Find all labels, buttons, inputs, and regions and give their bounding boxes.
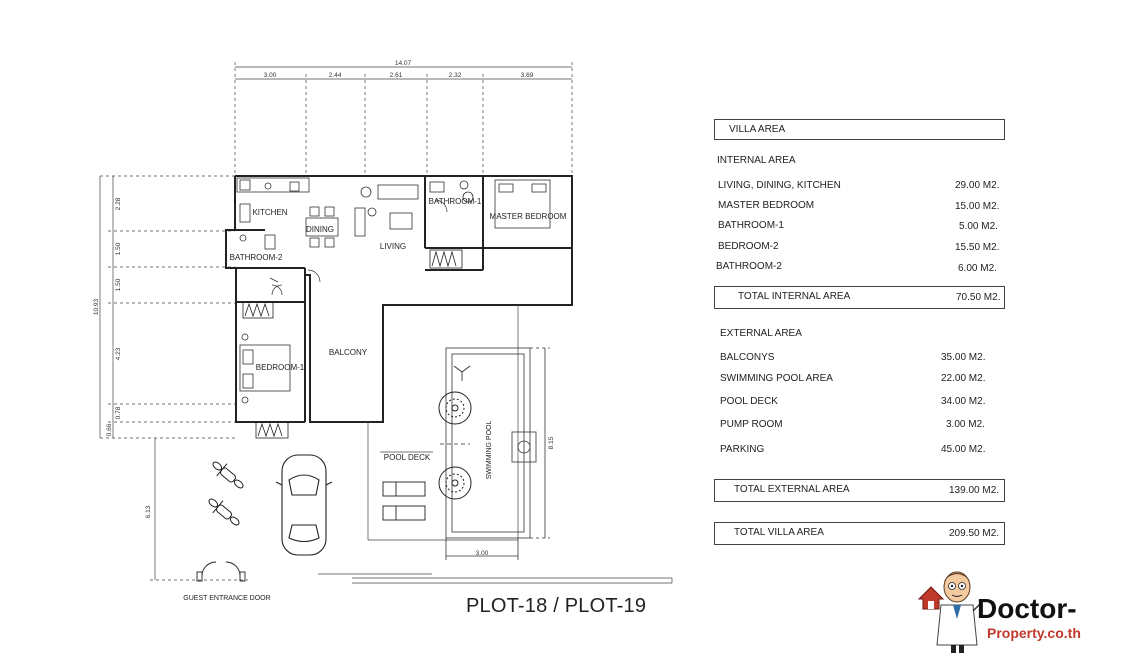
dim-height-6: 0.66 [106,423,113,436]
tree-icon [438,391,472,425]
left-dimensions [99,175,235,439]
sun-lounger-icon [382,481,426,521]
internal-row-name: LIVING, DINING, KITCHEN [718,180,841,191]
external-row-value: 3.00 M2. [946,419,985,430]
total-internal-label: TOTAL INTERNAL AREA [738,291,851,302]
total-villa-value: 209.50 M2. [949,528,1000,539]
internal-row-name: BEDROOM-2 [718,241,779,252]
external-row-name: BALCONYS [720,352,775,363]
external-row-name: POOL DECK [720,396,778,407]
tree-icon [438,466,472,500]
total-villa-box: TOTAL VILLA AREA 209.50 M2. [714,522,1005,545]
dim-width-5: 3.69 [521,72,534,79]
wardrobes [242,249,463,439]
furniture [236,177,551,404]
doctor-property-logo: Doctor- Property.co.th [915,565,1135,660]
doctor-mascot-icon [917,571,984,653]
plot-title: PLOT-18 / PLOT-19 [466,595,647,617]
external-row-name: PUMP ROOM [720,419,783,430]
internal-row-value: 6.00 M2. [958,263,997,274]
room-bathroom-2: BATHROOM-2 [230,253,283,262]
swimming-pool [440,347,550,560]
internal-row-value: 29.00 M2. [955,180,1000,191]
internal-row-name: BATHROOM-1 [718,220,784,231]
dim-overall-width: 14.07 [395,60,412,67]
room-swimming-pool: SWIMMING POOL [486,421,493,480]
external-row-name: PARKING [720,444,765,455]
external-row-name: SWIMMING POOL AREA [720,373,833,384]
internal-row-value: 5.00 M2. [959,221,998,232]
room-dining: DINING [306,225,334,234]
doors [271,199,448,296]
internal-row-value: 15.50 M2. [955,242,1000,253]
room-bedroom-1: BEDROOM-1 [256,363,305,372]
logo-word-doctor: Doctor- [977,593,1077,624]
palm-icon [453,365,471,381]
dim-height-4: 4.23 [115,347,122,360]
dim-height-3: 1.50 [115,278,122,291]
dim-pool-length: 8.15 [548,436,555,449]
external-row-value: 22.00 M2. [941,373,986,384]
dim-height-2: 1.50 [115,242,122,255]
dim-height-1: 2.28 [115,197,122,210]
room-kitchen: KITCHEN [252,208,287,217]
dim-width-1: 3.00 [264,72,277,79]
room-balcony: BALCONY [329,348,368,357]
internal-row-name: MASTER BEDROOM [718,200,815,211]
guest-entrance-label: GUEST ENTRANCE DOOR [183,595,270,602]
top-dimensions [234,62,573,176]
dim-overall-height: 10.93 [93,298,100,315]
motorbike-icon [208,461,244,526]
car-icon [275,454,333,556]
villa-area-heading: VILLA AREA [729,124,786,135]
total-external-box: TOTAL EXTERNAL AREA 139.00 M2. [714,479,1005,502]
dim-width-4: 2.32 [449,72,462,79]
external-row-value: 34.00 M2. [941,396,986,407]
total-villa-label: TOTAL VILLA AREA [734,527,824,538]
room-master-bedroom: MASTER BEDROOM [490,212,567,221]
dim-width-3: 2.61 [390,72,403,79]
logo-word-property: Property.co.th [987,625,1081,641]
villa-area-heading-box: VILLA AREA [714,119,1005,140]
dim-garden-depth: 6.13 [145,505,152,518]
site-outline [318,305,673,584]
external-row-value: 45.00 M2. [941,444,986,455]
total-external-label: TOTAL EXTERNAL AREA [734,484,850,495]
dim-pool-width: 3.00 [476,550,489,557]
external-area-heading: EXTERNAL AREA [720,328,802,339]
room-living: LIVING [380,242,406,251]
dim-height-5: 0.78 [115,406,122,419]
total-internal-value: 70.50 M2. [956,292,1001,303]
internal-area-heading: INTERNAL AREA [717,155,796,166]
floor-plan: 14.07 3.00 2.44 2.61 2.32 3.69 10.93 2.2… [93,60,673,602]
total-internal-box: TOTAL INTERNAL AREA 70.50 M2. [714,286,1005,309]
garden-dimension [150,438,248,581]
dim-width-2: 2.44 [329,72,342,79]
room-pool-deck: POOL DECK [384,453,431,462]
internal-row-value: 15.00 M2. [955,201,1000,212]
gate-icon [196,561,246,582]
room-bathroom-1: BATHROOM-1 [429,197,482,206]
internal-row-name: BATHROOM-2 [716,261,782,272]
external-row-value: 35.00 M2. [941,352,986,363]
total-external-value: 139.00 M2. [949,485,1000,496]
